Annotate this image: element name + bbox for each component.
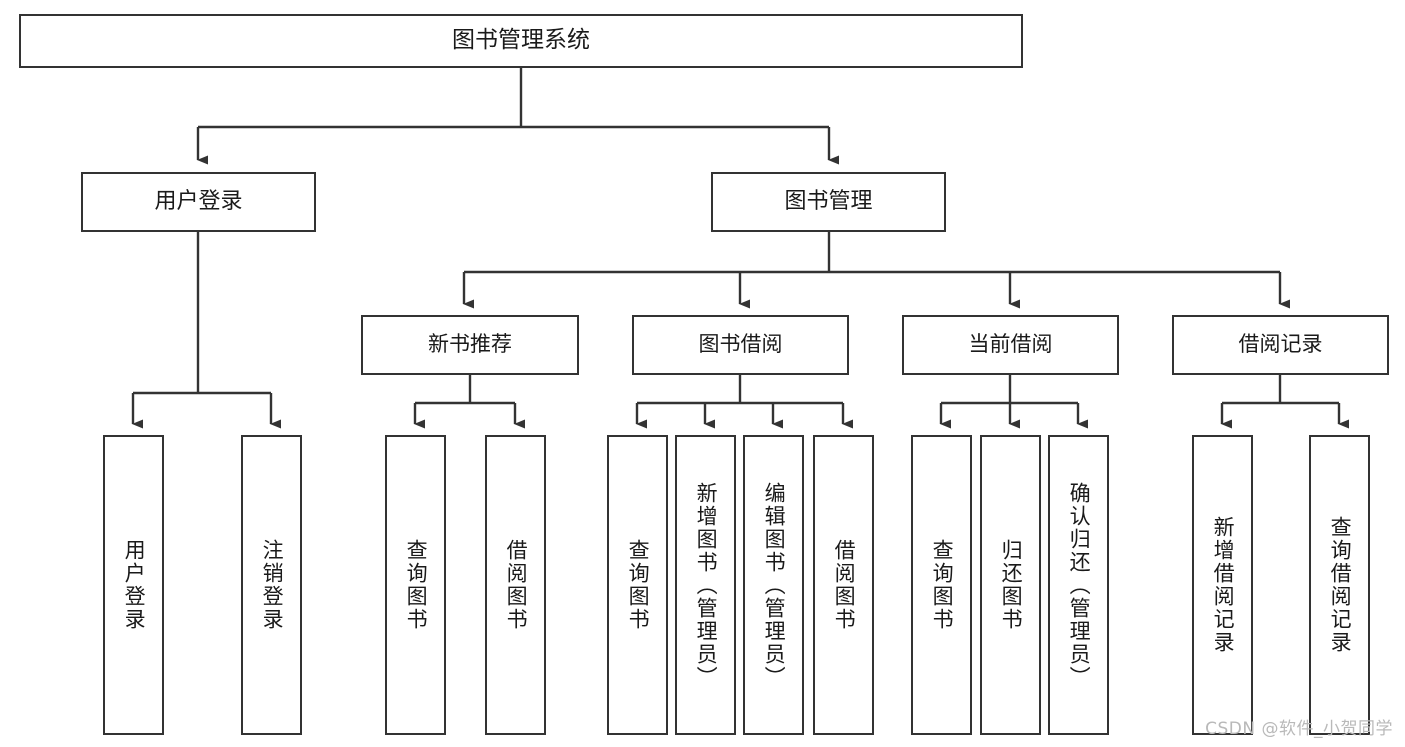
node-label: 编辑图书（管理员） <box>762 481 787 689</box>
node-label: 查询图书 <box>626 539 651 631</box>
node-book-borrow[interactable]: 图书借阅 <box>632 315 849 375</box>
leaf-current-borrow-confirm-return[interactable]: 确认归还（管理员） <box>1048 435 1109 735</box>
leaf-new-book-query[interactable]: 查询图书 <box>385 435 446 735</box>
leaf-user-login-logout[interactable]: 注销登录 <box>241 435 302 735</box>
node-label: 借阅记录 <box>1238 332 1323 357</box>
node-label: 图书借阅 <box>698 332 783 357</box>
node-label: 查询图书 <box>930 539 955 631</box>
node-label: 用户登录 <box>154 188 243 214</box>
node-label: 图书管理 <box>784 188 873 214</box>
node-label: 当前借阅 <box>968 332 1053 357</box>
node-current-borrow[interactable]: 当前借阅 <box>902 315 1119 375</box>
node-new-book-recommend[interactable]: 新书推荐 <box>361 315 579 375</box>
node-label: 注销登录 <box>260 539 285 631</box>
node-label: 确认归还（管理员） <box>1067 481 1092 689</box>
leaf-book-borrow-query[interactable]: 查询图书 <box>607 435 668 735</box>
node-user-login[interactable]: 用户登录 <box>81 172 316 232</box>
node-borrow-record[interactable]: 借阅记录 <box>1172 315 1389 375</box>
leaf-new-book-borrow[interactable]: 借阅图书 <box>485 435 546 735</box>
node-label: 新增借阅记录 <box>1211 516 1236 654</box>
node-label: 借阅图书 <box>504 539 529 631</box>
node-label: 查询图书 <box>404 539 429 631</box>
node-label: 新书推荐 <box>428 332 512 357</box>
node-root-system[interactable]: 图书管理系统 <box>19 14 1023 68</box>
csdn-watermark: CSDN @软件_小贺同学 <box>1205 719 1393 739</box>
leaf-book-borrow-edit[interactable]: 编辑图书（管理员） <box>743 435 804 735</box>
node-label: 查询借阅记录 <box>1328 516 1353 654</box>
leaf-user-login-login[interactable]: 用户登录 <box>103 435 164 735</box>
leaf-book-borrow-add[interactable]: 新增图书（管理员） <box>675 435 736 735</box>
leaf-current-borrow-query[interactable]: 查询图书 <box>911 435 972 735</box>
node-label: 用户登录 <box>122 539 147 631</box>
node-book-management[interactable]: 图书管理 <box>711 172 946 232</box>
leaf-book-borrow-borrow[interactable]: 借阅图书 <box>813 435 874 735</box>
node-label: 借阅图书 <box>832 539 857 631</box>
node-label: 新增图书（管理员） <box>694 481 719 689</box>
leaf-borrow-record-add[interactable]: 新增借阅记录 <box>1192 435 1253 735</box>
node-label: 图书管理系统 <box>452 27 590 54</box>
node-label: 归还图书 <box>999 539 1024 631</box>
leaf-borrow-record-query[interactable]: 查询借阅记录 <box>1309 435 1370 735</box>
leaf-current-borrow-return[interactable]: 归还图书 <box>980 435 1041 735</box>
